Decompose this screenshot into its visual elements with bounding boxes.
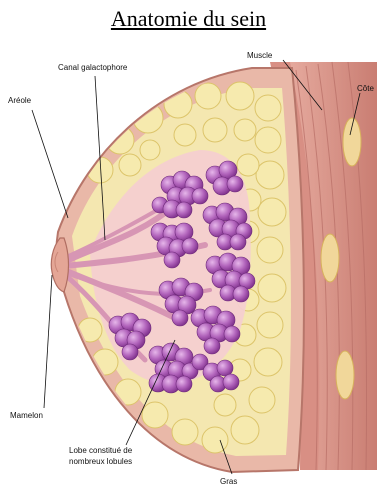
label-canal-galactophore: Canal galactophore <box>58 63 128 72</box>
nipple <box>51 238 68 292</box>
label-lobe-line1: Lobe constitué de <box>69 446 133 455</box>
label-areole: Aréole <box>8 96 32 105</box>
label-muscle: Muscle <box>247 51 273 60</box>
label-gras: Gras <box>220 477 237 486</box>
label-cote: Côte <box>357 84 374 93</box>
label-mamelon: Mamelon <box>10 411 43 420</box>
label-lobe-line2: nombreux lobules <box>69 457 132 466</box>
